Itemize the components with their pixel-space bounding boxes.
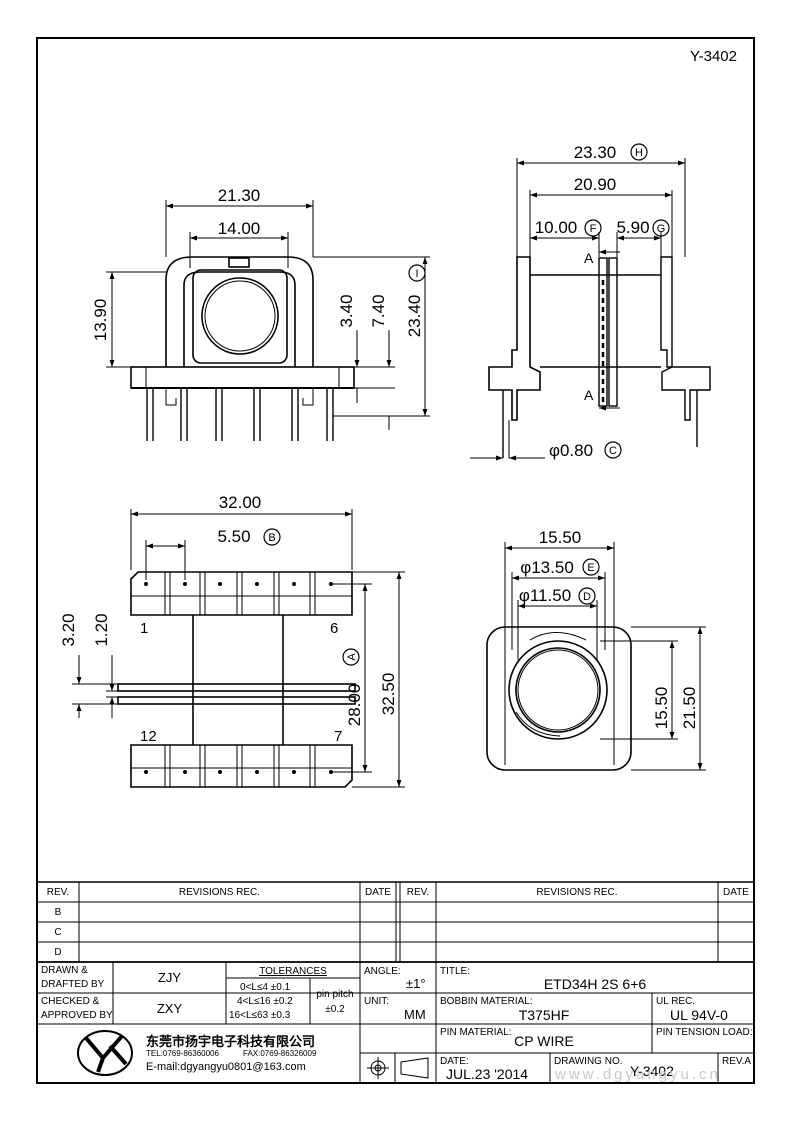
pin-pitch-label: pin pitch — [316, 989, 354, 1000]
dim-13-90: 13.90 — [91, 299, 110, 342]
dim-1-20: 1.20 — [92, 613, 111, 646]
pin-label-12: 12 — [140, 728, 157, 745]
dim-7-40: 7.40 — [369, 294, 388, 327]
pin-label-6: 6 — [330, 620, 338, 637]
dim-10-00: 10.00 — [535, 218, 578, 237]
dim-28-00: 28.00 — [345, 684, 364, 727]
dim-phi-0-80: φ0.80 — [549, 441, 593, 460]
date-label: DATE: — [440, 1056, 469, 1067]
unit-value: MM — [404, 1007, 426, 1022]
angle-value: ±1° — [406, 976, 426, 991]
dim-21-30: 21.30 — [218, 186, 261, 205]
rev-header-right: REV. — [406, 887, 430, 898]
approved-label: APPROVED BY — [41, 1010, 113, 1021]
rev-a-label: REV.A — [722, 1056, 752, 1067]
reference-markers — [263, 143, 670, 666]
marker-h: H — [635, 147, 643, 159]
marker-g: G — [657, 223, 666, 235]
checked-value: ZXY — [156, 1001, 183, 1016]
watermark: www.dgyangyu.cn — [555, 1066, 721, 1083]
dim-phi-13-50: φ13.50 — [520, 558, 574, 577]
drafted-label: DRAFTED BY — [41, 979, 105, 990]
pin-label-7: 7 — [334, 728, 342, 745]
drawing-no-value: Y-3402 — [630, 1063, 674, 1079]
front-view-dimensions — [106, 200, 430, 430]
top-view — [486, 626, 632, 771]
date-header-right: DATE — [723, 887, 749, 898]
marker-e: E — [587, 562, 594, 574]
drawing-number-top: Y-3402 — [690, 48, 737, 65]
dim-32-50: 32.50 — [379, 673, 398, 716]
pin-pitch-value: ±0.2 — [325, 1004, 345, 1015]
tolerance-row-3: 16<L≤63 ±0.3 — [229, 1010, 291, 1021]
dim-21-50: 21.50 — [680, 687, 699, 730]
tolerance-row-1: 0<L≤4 ±0.1 — [240, 982, 291, 993]
title-value: ETD34H 2S 6+6 — [543, 976, 647, 992]
dim-3-40: 3.40 — [337, 294, 356, 327]
section-label-a-top: A — [584, 250, 594, 266]
tolerance-row-2: 4<L≤16 ±0.2 — [237, 996, 293, 1007]
dim-14-00: 14.00 — [218, 219, 261, 238]
reference-marker-letters: I H F G C B A E D — [268, 147, 665, 661]
drawing-no-label: DRAWING NO. — [554, 1056, 623, 1067]
rev-row-b: B — [54, 907, 62, 918]
ul-rec-label: UL REC. — [656, 996, 696, 1007]
marker-i: I — [415, 268, 418, 280]
drawn-value: ZJY — [157, 970, 182, 985]
dim-32-00: 32.00 — [219, 493, 262, 512]
company-email: E-mail:dgyangyu0801@163.com — [146, 1061, 306, 1073]
angle-label: ANGLE: — [364, 966, 401, 977]
company-name: 东莞市扬宇电子科技有限公司 — [146, 1034, 316, 1049]
marker-f: F — [590, 223, 597, 235]
dim-15-50-side: 15.50 — [652, 687, 671, 730]
dim-15-50-top: 15.50 — [539, 528, 582, 547]
company-fax: FAX:0769-86326009 — [243, 1049, 317, 1058]
projection-symbol-icon — [367, 1057, 429, 1079]
bobbin-material-value: T375HF — [518, 1007, 570, 1023]
company-logo-icon — [77, 1030, 133, 1076]
ul-rec-value: UL 94V-0 — [670, 1007, 728, 1023]
front-view — [130, 256, 355, 441]
dim-23-30: 23.30 — [574, 143, 617, 162]
dim-20-90: 20.90 — [574, 175, 617, 194]
dimension-labels: 21.30 14.00 13.90 3.40 7.40 23.40 23.30 … — [59, 143, 699, 729]
title-label: TITLE: — [440, 966, 471, 977]
marker-b: B — [268, 532, 275, 544]
side-view — [488, 256, 711, 458]
marker-c: C — [609, 445, 617, 457]
dim-23-40: 23.40 — [405, 295, 424, 338]
dim-5-90: 5.90 — [616, 218, 649, 237]
marker-d: D — [583, 591, 591, 603]
top-view-dimensions — [504, 542, 706, 771]
dim-5-50: 5.50 — [217, 527, 250, 546]
date-value: JUL.23 '2014 — [446, 1066, 529, 1082]
checked-label: CHECKED & — [41, 996, 100, 1007]
bottom-view — [117, 571, 356, 788]
side-view-dimensions — [470, 158, 686, 461]
title-block — [36, 961, 755, 1084]
rec-header-right: REVISIONS REC. — [536, 887, 618, 898]
company-tel: TEL:0769-86360006 — [146, 1049, 219, 1058]
pin-material-value: CP WIRE — [514, 1033, 574, 1049]
marker-a: A — [346, 653, 358, 661]
rec-header-left: REVISIONS REC. — [178, 887, 261, 898]
unit-label: UNIT: — [364, 996, 389, 1007]
dim-phi-11-50: φ11.50 — [519, 586, 571, 605]
section-label-a-bottom: A — [584, 387, 594, 403]
bobbin-material-label: BOBBIN MATERIAL: — [440, 996, 533, 1007]
dim-3-20: 3.20 — [59, 613, 78, 646]
rev-row-d: D — [54, 947, 62, 958]
drawn-label: DRAWN & — [41, 965, 88, 976]
rev-header-left: REV. — [46, 887, 70, 898]
tolerances-label: TOLERANCES — [259, 966, 327, 977]
pin-tension-label: PIN TENSION LOAD: — [656, 1027, 753, 1038]
rev-row-c: C — [54, 927, 62, 938]
pin-labels: 1 6 12 7 A A — [140, 250, 594, 745]
bottom-view-dimensions — [72, 509, 405, 788]
date-header-left: DATE — [365, 887, 391, 898]
pin-label-1: 1 — [140, 620, 148, 637]
pin-material-label: PIN MATERIAL: — [440, 1027, 512, 1038]
